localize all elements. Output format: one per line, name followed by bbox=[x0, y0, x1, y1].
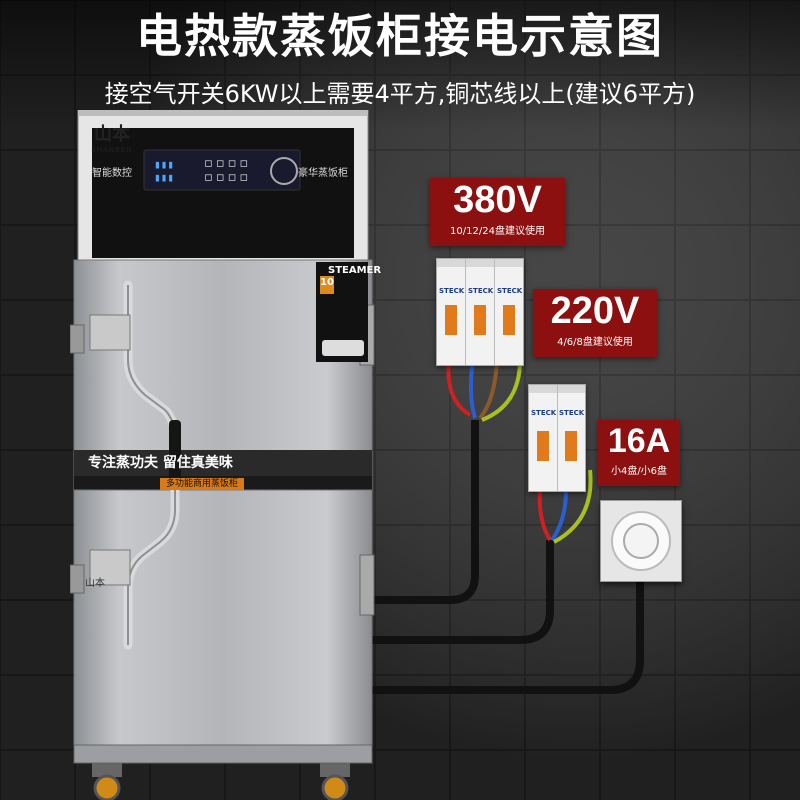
breaker-380v-brand-3: STECK bbox=[497, 287, 523, 295]
plug-icon bbox=[623, 523, 659, 559]
control-buttons-icon: ▫▫▫▫ bbox=[204, 156, 252, 171]
breaker-380v: STECK STECK STECK bbox=[436, 258, 524, 366]
breaker-380v-toggle-3[interactable] bbox=[503, 305, 515, 335]
breaker-380v-toggle-1[interactable] bbox=[445, 305, 457, 335]
breaker-380v-brand-2: STECK bbox=[468, 287, 494, 295]
label-380v: 380V 10/12/24盘建议使用 bbox=[430, 178, 565, 246]
breaker-220v-brand-1: STECK bbox=[531, 409, 557, 417]
label-16a-note: 小4盘/小6盘 bbox=[610, 466, 668, 477]
breaker-220v: STECK STECK bbox=[528, 384, 586, 492]
breaker-220v-brand-2: STECK bbox=[559, 409, 585, 417]
cable-220v bbox=[360, 540, 554, 644]
brand-cn: 山本 bbox=[94, 124, 130, 145]
display-temp-icon: ▮▮▮ bbox=[154, 158, 174, 171]
label-16a: 16A 小4盘/小6盘 bbox=[598, 420, 680, 486]
label-380v-title: 380V bbox=[453, 179, 542, 221]
label-380v-note: 10/12/24盘建议使用 bbox=[450, 226, 545, 237]
wall-socket-16a bbox=[600, 500, 682, 582]
cabinet-slogan: 专注蒸功夫 留住真美味 bbox=[88, 455, 233, 471]
door-sticker-number: 10 bbox=[320, 277, 334, 288]
door-sticker-title: STEAMER bbox=[328, 265, 382, 276]
breaker-380v-brand-1: STECK bbox=[439, 287, 465, 295]
socket-face bbox=[611, 511, 671, 571]
page-title: 电热款蒸饭柜接电示意图 bbox=[136, 9, 664, 63]
label-220v: 220V 4/6/8盘建议使用 bbox=[533, 289, 657, 357]
breaker-220v-toggle-1[interactable] bbox=[537, 431, 549, 461]
control-knob-icon bbox=[270, 157, 298, 185]
cabinet-slogan-sub: 多功能商用蒸饭柜 bbox=[160, 478, 245, 490]
door-badge: 山本 bbox=[85, 578, 105, 589]
cable-16a bbox=[360, 545, 644, 694]
label-16a-title: 16A bbox=[607, 422, 671, 460]
breaker-380v-toggle-2[interactable] bbox=[474, 305, 486, 335]
brand-en: SHANBEN bbox=[91, 146, 133, 154]
display-time-icon: ▮▮▮ bbox=[154, 171, 174, 184]
brand-logo: 山本 SHANBEN bbox=[82, 125, 142, 155]
steam-cabinet bbox=[70, 110, 375, 800]
breaker-220v-toggle-2[interactable] bbox=[565, 431, 577, 461]
panel-left-label: 智能数控 bbox=[92, 168, 132, 179]
control-buttons-row2-icon: ▫▫▫▫ bbox=[204, 170, 252, 185]
control-display: ▮▮▮ ▮▮▮ ▫▫▫▫ ▫▫▫▫ bbox=[146, 151, 300, 189]
page-subtitle: 接空气开关6KW以上需要4平方,铜芯线以上(建议6平方) bbox=[104, 80, 696, 108]
panel-right-label: 豪华蒸饭柜 bbox=[298, 168, 348, 179]
cable-380v bbox=[360, 420, 479, 604]
label-220v-note: 4/6/8盘建议使用 bbox=[557, 337, 633, 348]
label-220v-title: 220V bbox=[550, 290, 640, 332]
